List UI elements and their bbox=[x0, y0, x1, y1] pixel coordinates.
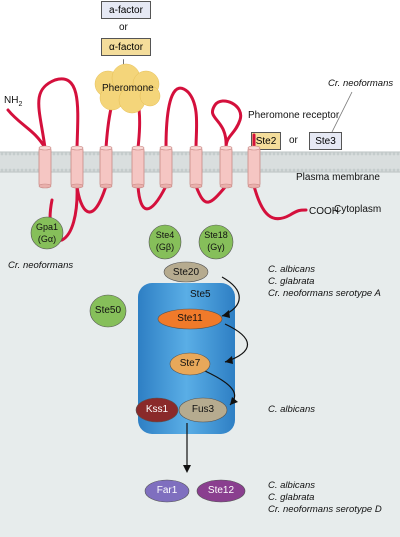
ste50-node bbox=[89, 294, 127, 328]
nh2-label: NH2 bbox=[4, 95, 22, 108]
ste20-node bbox=[163, 261, 209, 283]
ste12-species-2: C. glabrata bbox=[268, 492, 315, 503]
ste18-line1: Ste18 bbox=[204, 230, 228, 240]
plasma-membrane-label: Plasma membrane bbox=[296, 172, 380, 183]
ste18-line2: (Gγ) bbox=[207, 242, 225, 252]
ste2-box: Ste2 bbox=[251, 132, 281, 150]
receptor-title: Pheromone receptor bbox=[248, 110, 340, 121]
gpa1-species: Cr. neoformans bbox=[8, 260, 74, 271]
ste4-line2: (Gβ) bbox=[155, 242, 175, 252]
pheromone-label: Pheromone bbox=[102, 83, 154, 94]
receptor-species-connector bbox=[331, 91, 353, 133]
far1-node bbox=[144, 479, 190, 503]
kss1-label: Kss1 bbox=[145, 404, 169, 415]
ste20-species-list: C. albicans C. glabrata Cr. neoformans s… bbox=[268, 264, 381, 300]
far1-label: Far1 bbox=[156, 485, 178, 496]
ste50-label: Ste50 bbox=[94, 305, 122, 316]
helix-3 bbox=[99, 145, 113, 189]
ste11-node bbox=[157, 308, 223, 330]
helix-5 bbox=[159, 145, 173, 189]
ste3-box: Ste3 bbox=[309, 132, 342, 150]
helix-7 bbox=[219, 145, 233, 189]
ste20-species-2: C. glabrata bbox=[268, 276, 315, 287]
helix-6 bbox=[189, 145, 203, 189]
ste18-node bbox=[198, 224, 234, 260]
fus3-species-1: C. albicans bbox=[268, 404, 315, 415]
receptor-or-label: or bbox=[289, 135, 298, 146]
alpha-factor-label: α-factor bbox=[108, 41, 144, 53]
helix-1 bbox=[38, 145, 52, 189]
ste4-line1: Ste4 bbox=[155, 230, 175, 240]
receptor-species-label: Cr. neoformans bbox=[328, 78, 394, 89]
helix-2 bbox=[70, 145, 84, 189]
ste4-node bbox=[148, 224, 182, 260]
ste7-label: Ste7 bbox=[179, 358, 201, 369]
ste20-species-1: C. albicans bbox=[268, 264, 315, 275]
helix-4 bbox=[131, 145, 145, 189]
kss1-node bbox=[135, 397, 179, 423]
nh2-text: NH bbox=[4, 95, 19, 106]
ste12-label: Ste12 bbox=[207, 485, 235, 496]
nh2-subscript: 2 bbox=[18, 101, 23, 108]
a-factor-box: a-factor bbox=[101, 1, 151, 19]
alpha-factor-box: α-factor bbox=[101, 38, 151, 56]
arrow-heads bbox=[183, 310, 238, 473]
ligand-or-label: or bbox=[119, 22, 128, 33]
fus3-node bbox=[178, 397, 228, 423]
pheromone-down-arrow-icon: ↓ bbox=[120, 54, 127, 70]
ste20-species-3: Cr. neoformans serotype A bbox=[268, 288, 381, 299]
ste12-species-3: Cr. neoformans serotype D bbox=[268, 504, 382, 515]
ste7-node bbox=[169, 352, 211, 376]
cooh-label: COOH bbox=[309, 206, 339, 217]
a-factor-label: a-factor bbox=[109, 4, 143, 16]
ste12-node bbox=[196, 479, 246, 503]
fus3-label: Fus3 bbox=[191, 404, 215, 415]
cytoplasm-label: Cytoplasm bbox=[334, 204, 382, 215]
ste2-label: Ste2 bbox=[255, 135, 277, 147]
ste5-label: Ste5 bbox=[190, 289, 211, 300]
helix-8 bbox=[247, 145, 261, 189]
ste11-label: Ste11 bbox=[177, 313, 203, 324]
ste12-species-1: C. albicans bbox=[268, 480, 315, 491]
ste3-label: Ste3 bbox=[315, 135, 336, 147]
ste12-species-list: C. albicans C. glabrata Cr. neoformans s… bbox=[268, 480, 382, 516]
pheromone-cloud bbox=[94, 63, 161, 114]
gpa1-line2: (Gα) bbox=[37, 234, 57, 244]
transmembrane-helices bbox=[38, 145, 261, 189]
gpa1-line1: Gpa1 bbox=[35, 222, 59, 232]
ste20-label: Ste20 bbox=[172, 267, 200, 278]
gpa1-node bbox=[30, 216, 64, 250]
